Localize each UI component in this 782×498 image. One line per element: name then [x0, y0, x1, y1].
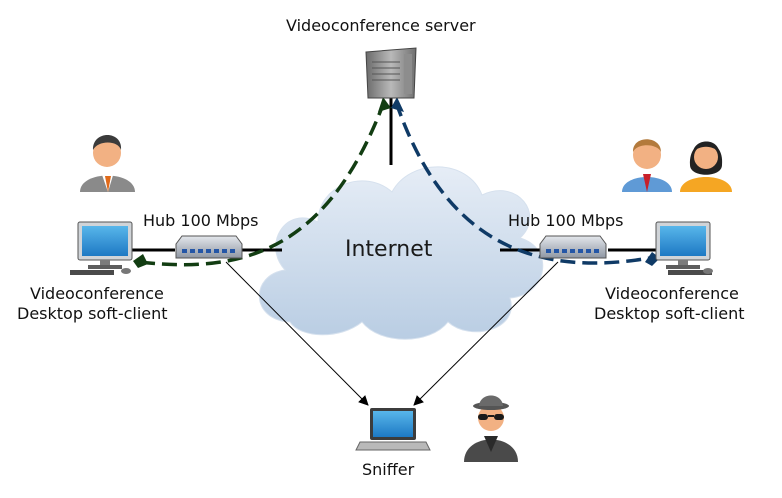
client-left-label-line2: Desktop soft-client: [17, 304, 168, 323]
media-streams: [139, 101, 651, 267]
client-right-label-line2: Desktop soft-client: [594, 304, 745, 323]
network-hub-icon-left: [175, 235, 243, 259]
internet-cloud: [258, 166, 544, 340]
stream-left: [139, 101, 386, 267]
sniffer-taps: [225, 261, 559, 406]
man-user-icon: [622, 139, 672, 192]
sniffer-label: Sniffer: [362, 460, 415, 479]
woman-user-icon: [680, 141, 732, 192]
stream-left-arrowhead-server: [378, 97, 391, 112]
desktop-monitor-icon-right: [655, 221, 713, 275]
server-label: Videoconference server: [286, 16, 476, 35]
internet-label: Internet: [345, 237, 433, 262]
stream-right-arrowhead-server: [391, 97, 404, 112]
stream-right: [394, 101, 651, 265]
client-left-label-line1: Videoconference: [30, 284, 164, 303]
hub-right-label: Hub 100 Mbps: [508, 211, 624, 230]
laptop-icon: [355, 408, 431, 451]
businessman-icon: [80, 135, 135, 192]
stream-left-arrowhead-client: [133, 254, 148, 268]
spy-icon: [464, 395, 518, 462]
hub-left-label: Hub 100 Mbps: [143, 211, 259, 230]
user-pair-icon: [622, 139, 732, 192]
network-hub-icon-right: [539, 235, 607, 259]
server-tower-icon: [365, 47, 417, 99]
tap-right-arrow: [413, 261, 559, 406]
tap-left-arrow: [225, 261, 369, 406]
desktop-monitor-icon-left: [70, 221, 133, 275]
client-right-label-line1: Videoconference: [605, 284, 739, 303]
